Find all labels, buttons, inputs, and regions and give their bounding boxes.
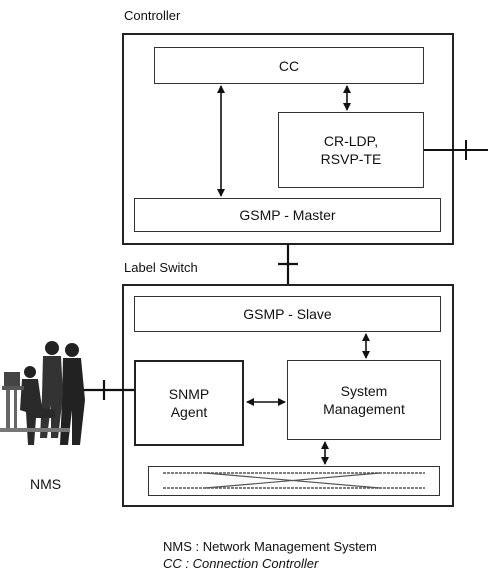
crldp-label-line2: RSVP-TE	[320, 151, 382, 167]
gsmp-master-label: GSMP - Master	[239, 207, 336, 223]
cc-label: CC	[278, 57, 300, 74]
nms-label: NMS	[30, 476, 62, 492]
snmp-agent-box: SNMP Agent	[134, 360, 244, 446]
legend-line1: NMS : Network Management System	[163, 539, 377, 554]
gsmp-master-box: GSMP - Master	[134, 198, 441, 232]
controller-title: Controller	[124, 8, 181, 23]
controller-box	[122, 33, 454, 245]
system-management-box: System Management	[287, 360, 441, 440]
sysmgmt-label-line2: Management	[323, 401, 405, 417]
label-switch-title: Label Switch	[124, 260, 198, 275]
nms-operators-image	[0, 341, 85, 445]
legend-line2: CC : Connection Controller	[163, 556, 319, 571]
cc-box: CC	[154, 47, 424, 84]
crldp-rsvpte-box: CR-LDP, RSVP-TE	[278, 112, 424, 188]
snmp-label-line2: Agent	[170, 404, 208, 420]
gsmp-slave-label: GSMP - Slave	[243, 306, 332, 322]
sysmgmt-label-line1: System	[340, 383, 388, 399]
label-switch-box	[122, 284, 454, 507]
crldp-label-line1: CR-LDP,	[323, 133, 379, 149]
snmp-label-line1: SNMP	[168, 386, 210, 402]
gsmp-slave-box: GSMP - Slave	[134, 296, 441, 332]
switch-fabric-box	[148, 466, 440, 496]
